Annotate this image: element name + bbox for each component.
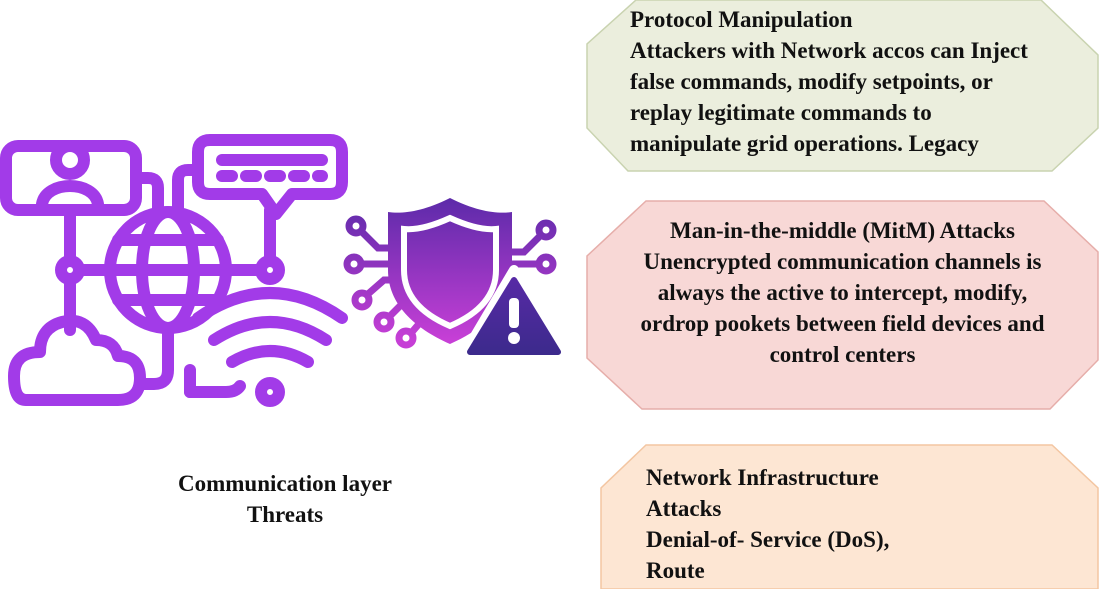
caption-line: Communication layer — [177, 471, 392, 496]
box-text-line: control centers — [769, 342, 916, 367]
box-text-line: Attackers with Network accos can Inject — [630, 38, 1028, 63]
box-text-line: false commands, modify setpoints, or — [630, 69, 993, 94]
box-title: Man-in-the-middle (MitM) Attacks — [670, 218, 1015, 243]
box-title: Network Infrastructure — [646, 465, 879, 490]
box-text-line: always the active to intercept, modify, — [657, 280, 1028, 305]
box-title: Protocol Manipulation — [630, 7, 853, 32]
box-text-line: Denial-of- Service (DoS), — [646, 527, 890, 552]
shield-warning-icon — [343, 198, 571, 363]
box-text-line: Unencrypted communication channels is — [643, 249, 1042, 274]
box-background — [600, 444, 1099, 589]
box-text-line: Route — [646, 558, 705, 583]
illustration — [0, 134, 571, 407]
threat-box-protocol-manipulation: Protocol Manipulation Attackers with Net… — [586, 0, 1099, 172]
box-text-line: replay legitimate commands to — [630, 100, 932, 125]
box-text-line: ordrop pookets between field devices and — [640, 311, 1045, 336]
box-text-line: manipulate grid operations. Legacy — [630, 131, 979, 156]
caption-line: Threats — [246, 502, 324, 527]
diagram-caption: Communication layer Threats — [140, 468, 430, 530]
box-background — [586, 200, 1099, 410]
threat-box-mitm: Man-in-the-middle (MitM) Attacks Unencry… — [586, 200, 1099, 410]
box-background — [586, 0, 1099, 172]
network-globe-icon — [0, 134, 348, 407]
threat-box-network-infrastructure: Network Infrastructure Attacks Denial-of… — [600, 444, 1099, 589]
box-text-line: Attacks — [646, 496, 722, 521]
